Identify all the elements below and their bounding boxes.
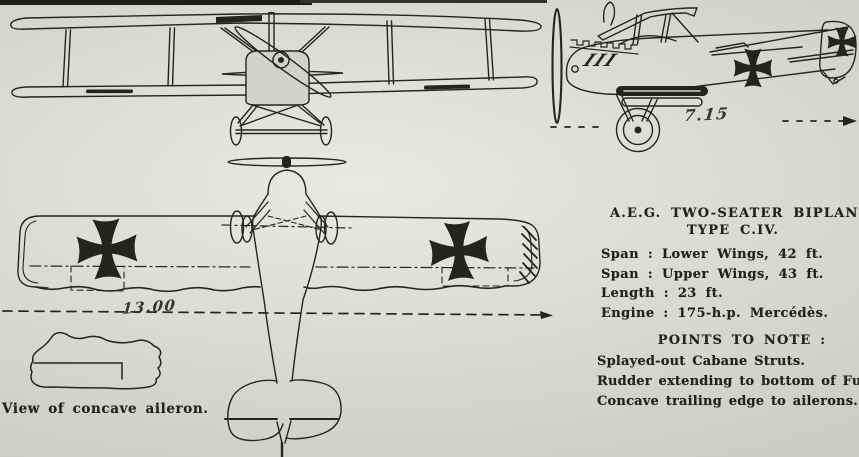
plan-view	[2, 156, 553, 457]
wheel-plan	[229, 210, 245, 244]
points-to-note-list: Splayed-out Cabane Struts. Rudder extend…	[597, 352, 859, 413]
figure-title-line2: TYPE C.IV.	[686, 223, 780, 238]
trailing-edge-right	[303, 284, 506, 292]
datum-arrow	[843, 116, 857, 126]
cabane-struts-side	[619, 12, 699, 45]
spec-span-upper: Span : Upper Wings, 43 ft.	[601, 266, 824, 282]
upper-wing-side	[597, 1, 699, 41]
figure-title-line1: A.E.G. TWO-SEATER BIPLANE,	[610, 206, 859, 221]
fuselage-front	[245, 50, 310, 106]
tailplane-plan	[227, 379, 342, 442]
iron-cross-icon	[827, 27, 857, 57]
point-item: Rudder extending to bottom of Fuselage.	[597, 374, 859, 390]
aileron-caption: View of concave aileron.	[2, 401, 209, 417]
aileron-section-sketch	[29, 331, 162, 390]
spec-engine: Engine : 175-h.p. Mercédès.	[601, 305, 829, 321]
gear-struts-plan	[245, 201, 329, 234]
front-elevation-view	[10, 11, 542, 146]
specifications-list: Span : Lower Wings, 42 ft. Span : Upper …	[601, 245, 828, 323]
wheel-plan	[323, 211, 339, 245]
points-to-note-heading: POINTS TO NOTE :	[657, 333, 827, 348]
spec-length: Length : 23 ft.	[601, 286, 723, 302]
span-dimension-arrow	[540, 311, 553, 319]
lower-wing-hidden-edge	[29, 265, 535, 269]
datum-line	[550, 120, 844, 128]
spec-span-lower: Span : Lower Wings, 42 ft.	[601, 247, 824, 262]
cabane-struts	[220, 11, 330, 54]
side-elevation-view	[550, 1, 857, 153]
wheel-side	[615, 107, 661, 153]
wing-left	[17, 215, 256, 289]
iron-cross-icon	[427, 219, 491, 283]
landing-gear-struts	[235, 104, 328, 135]
figure-title: A.E.G. TWO-SEATER BIPLANE, TYPE C.IV.	[610, 205, 859, 239]
interplane-struts	[62, 18, 495, 88]
landing-gear-side	[615, 93, 659, 122]
span-dimension-line	[2, 310, 549, 316]
fuselage-length-dimension-label: 7.15	[682, 103, 731, 126]
wheel	[319, 116, 333, 146]
iron-cross-icon	[75, 217, 139, 281]
wing-right	[317, 215, 541, 287]
fuselage-plan	[251, 169, 323, 384]
wingtip-hatching	[519, 226, 538, 284]
point-item: Splayed-out Cabane Struts.	[597, 354, 806, 369]
point-item: Concave trailing edge to ailerons.	[597, 394, 858, 410]
scan-edge-artifact	[0, 0, 547, 5]
upper-wing	[10, 13, 542, 32]
propeller-hub	[272, 51, 290, 69]
lower-wing	[11, 76, 538, 98]
rudder	[819, 20, 857, 79]
propeller-side	[551, 7, 563, 125]
trailing-edge-left	[35, 285, 261, 293]
radiator-band	[569, 39, 639, 55]
wheel	[229, 116, 243, 146]
